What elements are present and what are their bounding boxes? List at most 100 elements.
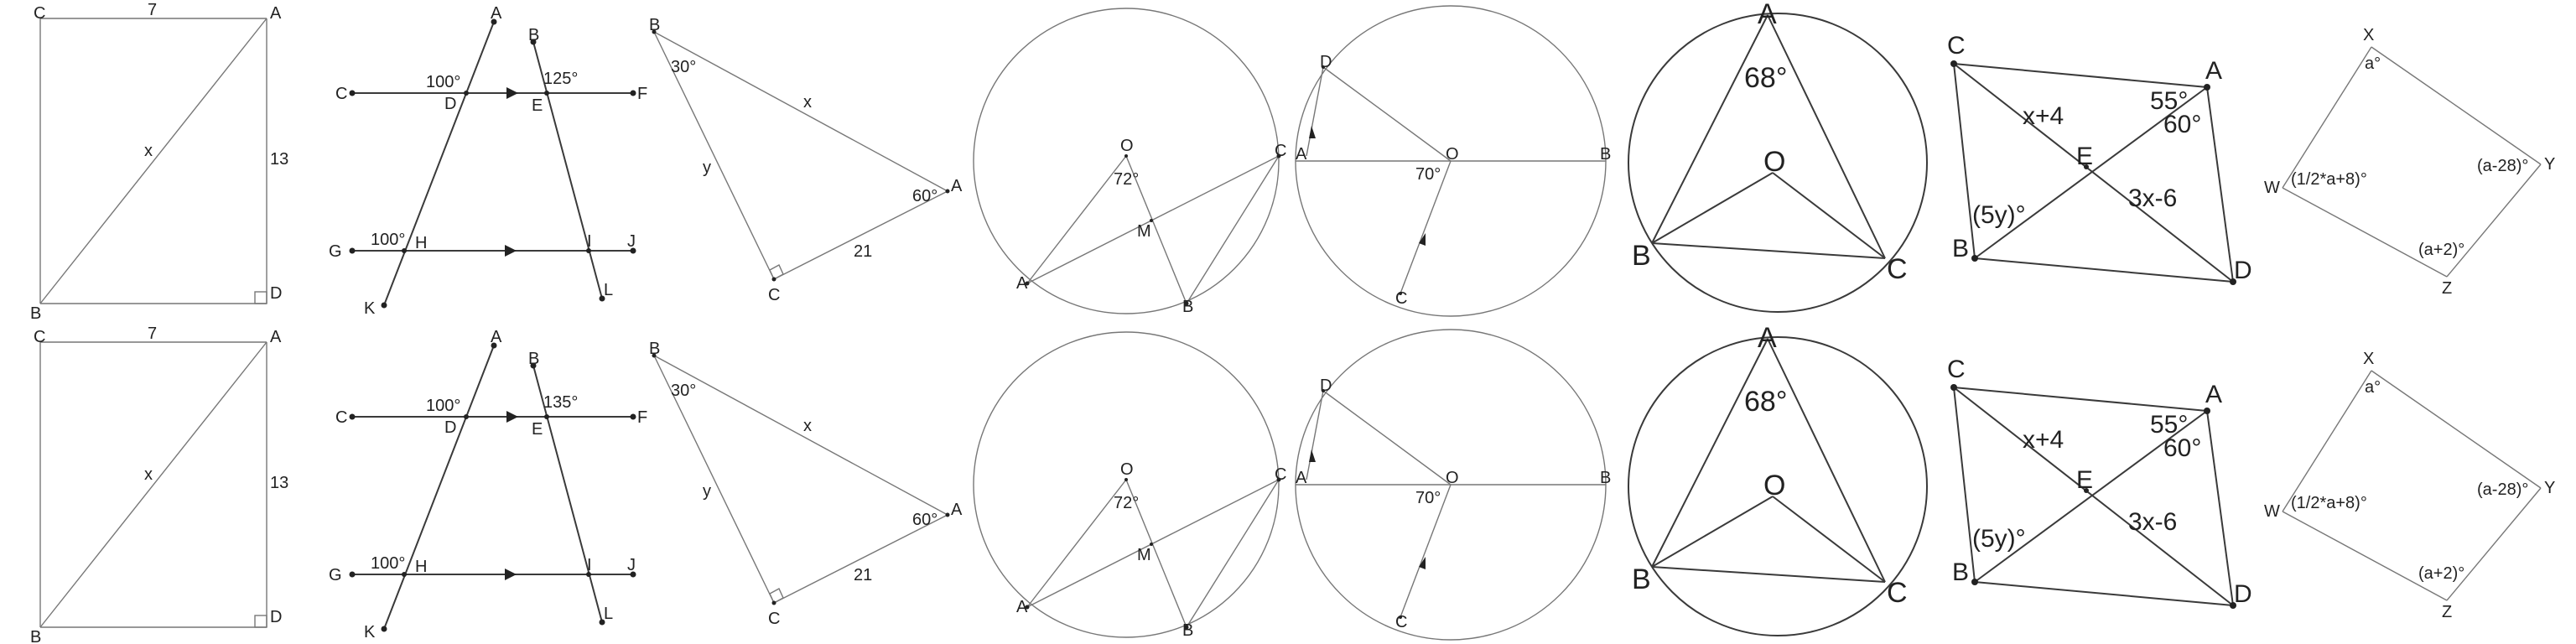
rhombus-panel: X Y Z W a° (1/2*a+8)° (a-28)° (a+2)° [2264, 350, 2555, 621]
side-label-y: y [703, 482, 711, 501]
angle-label: 72° [1114, 494, 1139, 512]
angle-label: 72° [1114, 170, 1139, 189]
angle-label: 70° [1415, 489, 1441, 507]
top-side-label: 7 [148, 325, 157, 343]
circle-panel-2: D A O B C 70° [1295, 329, 1611, 641]
segment-label-ce: x+4 [2023, 102, 2064, 130]
right-angle-marker [769, 264, 784, 280]
circle-panel-1: O C A B M 72° [973, 8, 1286, 316]
point-label-d: D [444, 418, 456, 437]
angle-label-x: a° [2365, 378, 2381, 397]
point-label-a: A [1016, 598, 1028, 616]
angle-label-b: (5y)° [1972, 201, 2026, 229]
point-label-c: C [335, 85, 347, 103]
point-label-d: D [444, 95, 456, 113]
point-label-i: I [587, 556, 592, 574]
side-label-x: x [803, 93, 812, 112]
angle-label-1: 100° [426, 397, 460, 415]
vertex-label-b: B [1952, 558, 1969, 586]
vertex-label-z: Z [2442, 603, 2452, 621]
point-label-i: I [587, 232, 592, 251]
vertex-label-a: A [2205, 381, 2222, 408]
angle-label-60: 60° [2163, 111, 2201, 138]
angle-label-55: 55° [2150, 87, 2188, 115]
center-label-e: E [2076, 466, 2093, 494]
vertex-label-z: Z [2442, 279, 2452, 298]
quadrilateral-panel: C A E B D 55° 60° x+4 3x-6 (5y)° [1947, 32, 2252, 285]
angle-label-b: 30° [671, 382, 696, 400]
angle-label-60: 60° [2163, 434, 2201, 462]
right-side-label: 13 [270, 150, 288, 169]
parallel-arrow-bottom [505, 245, 517, 257]
point-label-b: B [1632, 240, 1651, 272]
right-angle-marker [254, 615, 267, 628]
point-label-m: M [1137, 222, 1151, 241]
point-label-c: C [1887, 577, 1908, 609]
angle-label-y: (a-28)° [2477, 480, 2528, 499]
right-angle-marker [769, 588, 784, 604]
segment-label-ed: 3x-6 [2128, 184, 2177, 212]
point-label-c: C [1275, 142, 1286, 160]
angle-label-3: 100° [371, 231, 405, 249]
diagonal-label: x [144, 142, 153, 160]
angle-label-2: 125° [543, 70, 578, 88]
angle-label-y: (a-28)° [2477, 157, 2528, 175]
vertex-label-a: A [270, 328, 282, 346]
point-label-f: F [637, 408, 647, 427]
vertex-label-c: C [34, 328, 45, 346]
vertex-label-a: A [951, 501, 963, 519]
point-label-b: B [1182, 621, 1193, 640]
vertex-label-b: B [30, 304, 41, 323]
vertex-label-b: B [1952, 235, 1969, 262]
parallel-arrow-top [506, 87, 518, 99]
angle-label-z: (a+2)° [2418, 241, 2464, 259]
vertex-label-d: D [270, 284, 282, 303]
center-label-o: O [1120, 460, 1134, 479]
point-label-g: G [329, 242, 342, 261]
point-label-c: C [1275, 465, 1286, 484]
point-label-a: A [491, 328, 502, 346]
direction-arrow [1419, 233, 1426, 246]
point-label-a: A [491, 4, 502, 23]
parallel-arrow-bottom [505, 569, 517, 580]
point-label-b: B [1632, 564, 1651, 595]
point-label-c: C [1395, 613, 1407, 631]
circle-panel-3: A O B C 68° [1628, 0, 1928, 313]
diagram-row-top: C A B D 7 13 x [30, 0, 2555, 323]
top-side-label: 7 [148, 1, 157, 19]
point-label-g: G [329, 566, 342, 584]
triangle-panel: B A C 30° 60° x y 21 [649, 16, 963, 304]
point-label-j: J [627, 232, 636, 251]
vertex-label-a: A [270, 4, 282, 23]
point-label-b: B [1600, 145, 1611, 164]
vertex-label-c: C [1947, 356, 1966, 383]
point-label-a: A [1758, 322, 1777, 354]
point-label-b: B [1182, 298, 1193, 316]
circle-panel-3: A O B C 68° [1628, 322, 1928, 636]
vertex-label-d: D [270, 608, 282, 626]
point-label-l: L [604, 281, 613, 299]
center-label-o: O [1763, 470, 1785, 501]
angle-label-a: 60° [912, 511, 937, 529]
vertex-label-c: C [1947, 32, 1966, 60]
point-label-b: B [528, 350, 539, 368]
side-label-x: x [803, 417, 812, 435]
right-side-label: 13 [270, 474, 288, 492]
parallel-arrow-top [506, 411, 518, 423]
point-label-k: K [364, 299, 376, 318]
rhombus-panel: X Y Z W a° (1/2*a+8)° (a-28)° (a+2)° [2264, 26, 2555, 298]
point-label-a: A [1016, 274, 1028, 293]
angle-label-a: 60° [912, 187, 937, 205]
segment-label-ed: 3x-6 [2128, 508, 2177, 536]
center-label-o: O [1763, 146, 1785, 178]
center-label-o: O [1446, 469, 1459, 487]
center-label-e: E [2076, 143, 2093, 170]
point-label-e: E [532, 420, 543, 439]
point-label-h: H [415, 558, 427, 576]
vertex-label-x: X [2363, 350, 2374, 368]
rectangle-panel: C A B D 7 13 x [30, 325, 288, 644]
side-label-y: y [703, 158, 711, 177]
segment-label-ce: x+4 [2023, 426, 2064, 454]
vertex-label-b: B [649, 340, 660, 358]
side-label-21: 21 [854, 566, 872, 584]
